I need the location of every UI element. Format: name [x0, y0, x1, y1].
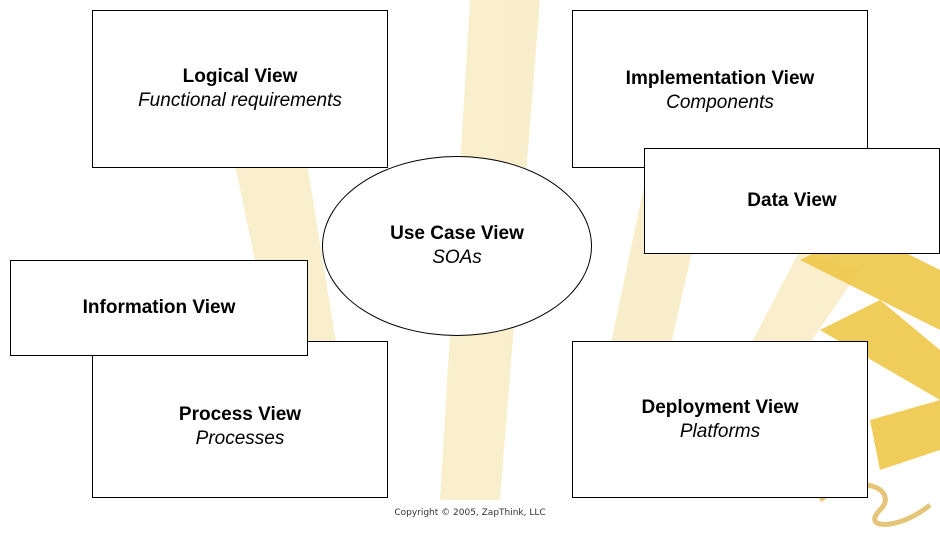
- information-view-title: Information View: [82, 297, 236, 318]
- logical-view-title: Logical View: [182, 66, 298, 87]
- process-view-title: Process View: [178, 403, 302, 425]
- copyright-text: Copyright © 2005, ZapThink, LLC: [394, 508, 546, 518]
- implementation-view-subtitle: Components: [666, 92, 774, 113]
- data-view-box: Data View: [644, 148, 940, 254]
- data-view-title: Data View: [747, 190, 837, 211]
- process-view-subtitle: Processes: [195, 427, 285, 449]
- information-view-box: Information View: [10, 260, 308, 356]
- logical-view-box: Logical View Functional requirements: [92, 10, 388, 168]
- logical-view-subtitle: Functional requirements: [138, 90, 342, 111]
- deployment-view-subtitle: Platforms: [679, 420, 761, 442]
- implementation-view-title: Implementation View: [625, 68, 815, 89]
- use-case-view-subtitle: SOAs: [432, 247, 482, 268]
- deployment-view-title: Deployment View: [641, 396, 799, 418]
- use-case-view-ellipse: Use Case View SOAs: [322, 156, 592, 336]
- deployment-view-box: Deployment View Platforms: [572, 341, 868, 498]
- implementation-view-box: Implementation View Components: [572, 10, 868, 168]
- use-case-view-title: Use Case View: [390, 223, 524, 244]
- process-view-box: Process View Processes: [92, 341, 388, 498]
